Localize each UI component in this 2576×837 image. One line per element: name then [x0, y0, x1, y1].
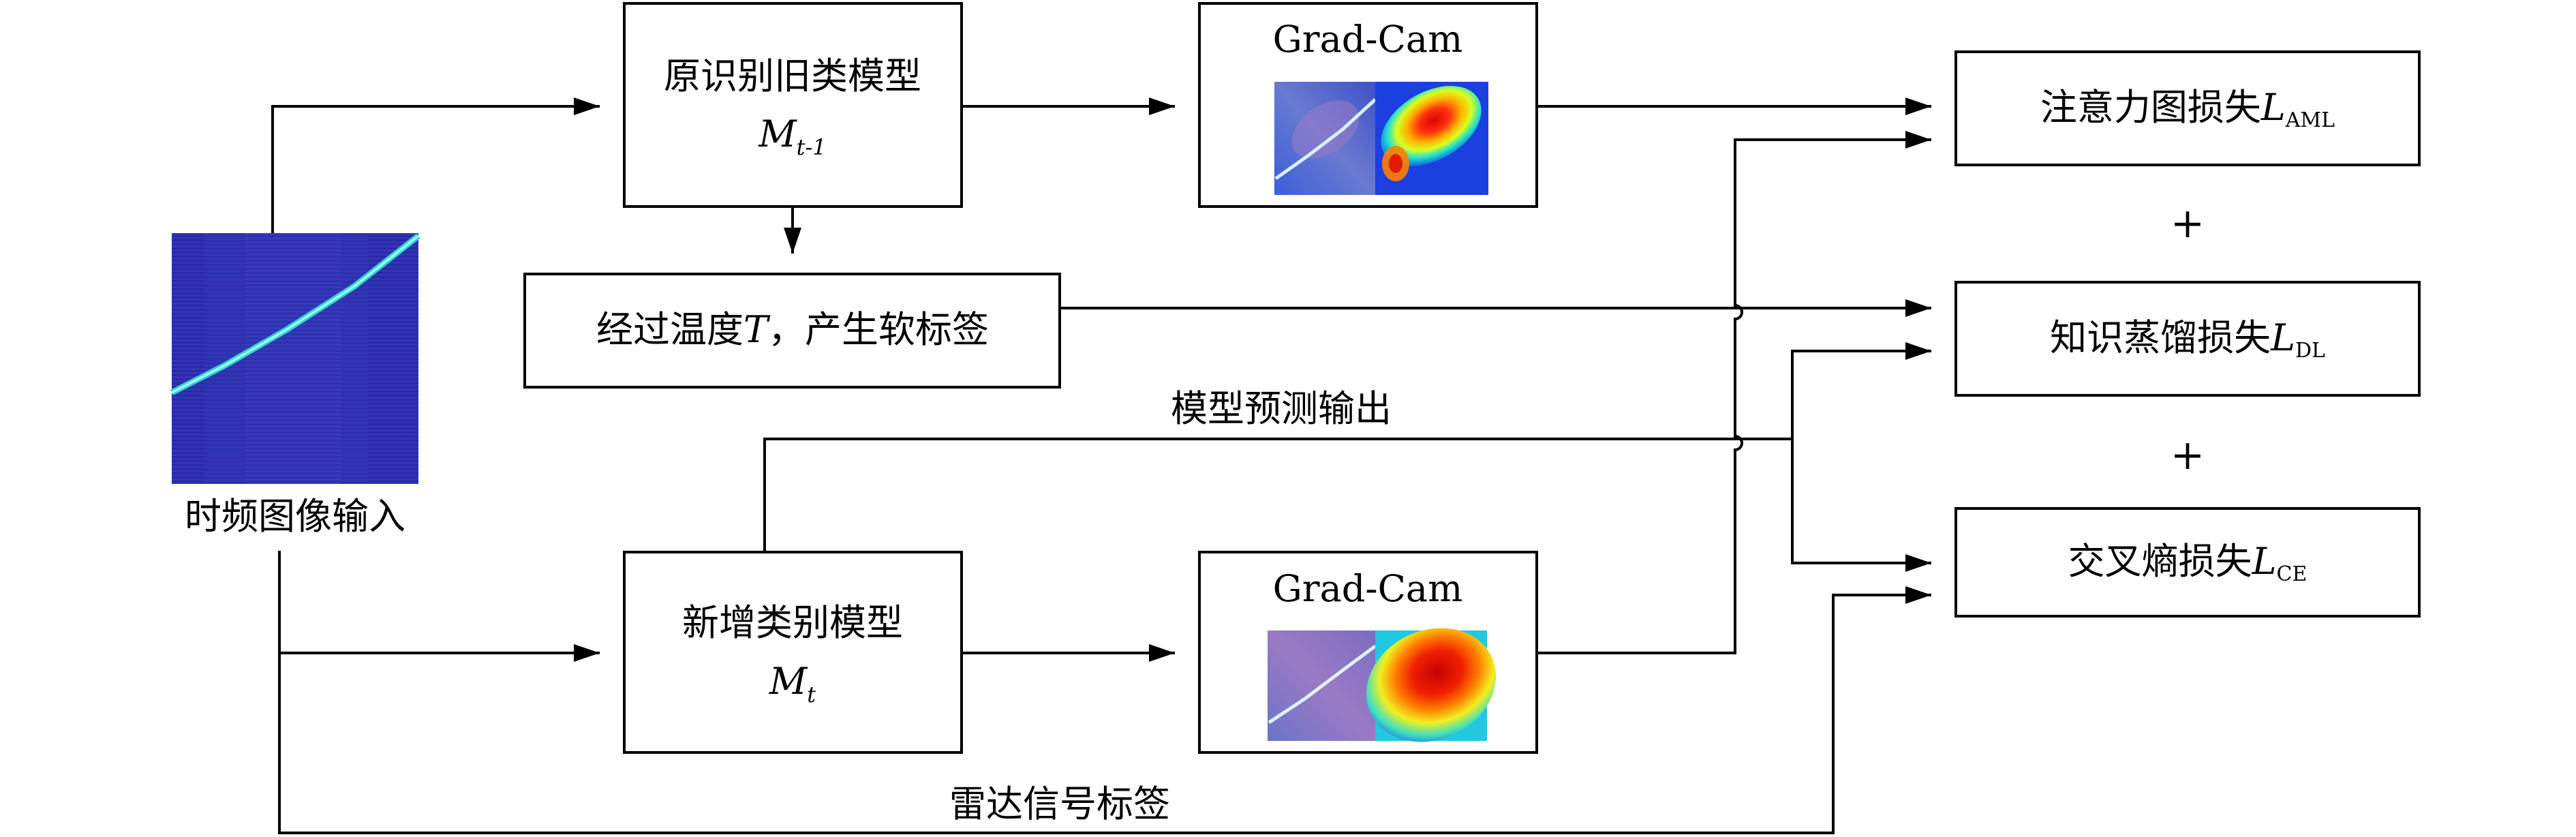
- loss-aml-label: 注意力图损失LAML: [2040, 86, 2335, 132]
- loss-dl-symbol: L: [2270, 316, 2295, 359]
- edge-label-radar: 雷达信号标签: [949, 782, 1170, 825]
- soft-label-text: 经过温度T，产生软标签: [596, 308, 989, 351]
- new-model-symbol: Mt: [769, 660, 816, 707]
- loss-aml-symbol: L: [2260, 86, 2286, 129]
- loss-ce-box: [1954, 507, 2421, 618]
- old-model-symbol-main: M: [758, 112, 797, 155]
- input-label: 时频图像输入: [185, 495, 405, 538]
- loss-aml-sub: AML: [2285, 108, 2335, 132]
- old-model-symbol-sub: t-1: [797, 134, 827, 160]
- loss-dl-box: [1954, 281, 2421, 397]
- arrow-input-to-old-model: [271, 97, 600, 233]
- input-spectrogram-image: [170, 233, 420, 484]
- soft-label-box: [523, 273, 1061, 389]
- edge-label-prediction: 模型预测输出: [1171, 387, 1392, 430]
- arrow-input-to-new-model: [278, 551, 600, 662]
- arrow-prediction-to-dl: [1791, 342, 1931, 439]
- gradcam-new-heatmap-image: [1366, 628, 1497, 742]
- gradcam-new-overlay-image: [1268, 630, 1377, 741]
- new-model-label: 新增类别模型: [682, 601, 903, 644]
- loss-ce-symbol: L: [2252, 540, 2277, 583]
- loss-aml-text: 注意力图损失: [2040, 86, 2261, 129]
- line-new-model-prediction: [763, 438, 1792, 552]
- old-model-box: [623, 2, 963, 208]
- new-model-symbol-main: M: [769, 660, 808, 703]
- loss-dl-label: 知识蒸馏损失LDL: [2050, 316, 2325, 363]
- arrow-prediction-to-ce: [1791, 439, 1931, 572]
- soft-label-prefix: 经过温度: [596, 308, 743, 351]
- gradcam-old-heatmap-image: [1375, 82, 1488, 195]
- old-model-symbol: Mt-1: [758, 112, 826, 160]
- soft-label-suffix: ，产生软标签: [768, 308, 989, 351]
- new-model-symbol-sub: t: [807, 682, 816, 707]
- loss-ce-label: 交叉熵损失LCE: [2068, 540, 2307, 586]
- loss-dl-text: 知识蒸馏损失: [2050, 316, 2271, 359]
- plus-sign-1: +: [2171, 200, 2205, 247]
- arrow-radar-label-to-ce: [278, 586, 1931, 834]
- plus-sign-2: +: [2171, 431, 2205, 479]
- loss-ce-sub: CE: [2277, 562, 2307, 586]
- loss-aml-box: [1954, 50, 2421, 166]
- loss-ce-text: 交叉熵损失: [2068, 540, 2252, 583]
- loss-dl-sub: DL: [2295, 339, 2325, 363]
- gradcam-old-title: Grad-Cam: [1273, 18, 1463, 61]
- gradcam-old-overlay-image: [1274, 82, 1377, 195]
- old-model-label: 原识别旧类模型: [664, 55, 921, 97]
- gradcam-new-title: Grad-Cam: [1273, 567, 1463, 610]
- soft-label-var: T: [743, 308, 771, 351]
- new-model-box: [623, 551, 963, 754]
- arrow-gradcam-new-to-aml: [1537, 131, 1931, 654]
